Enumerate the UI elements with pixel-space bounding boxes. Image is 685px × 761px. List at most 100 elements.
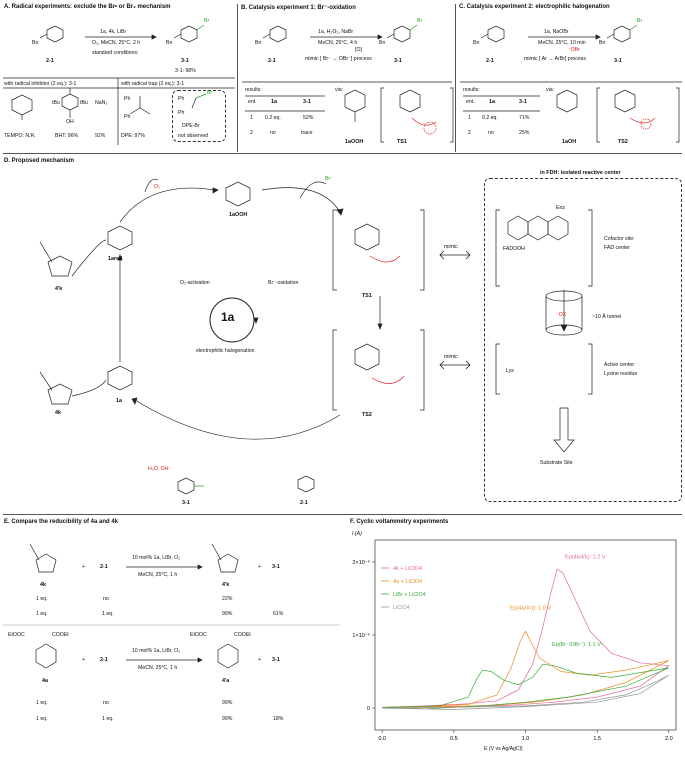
c-label-1aoh: 1aOH: [562, 139, 577, 145]
a-ph-3: Ph: [178, 96, 185, 102]
c-reagents-bottom: MeCN, 25°C, 10 min: [538, 40, 586, 46]
c-row1-1a: 0.2 eq.: [482, 115, 498, 121]
d-label-4pk: 4'k: [55, 286, 63, 292]
d-o2: O₂: [154, 184, 161, 190]
c-label-ts2: TS2: [618, 139, 628, 145]
d-mimic-2: mimic: [444, 354, 458, 360]
panel-a-title: A. Radical experiments: exclude the Br• …: [4, 4, 171, 10]
a-ph-1: Ph: [124, 96, 131, 102]
c-row2-1a: no: [488, 130, 494, 136]
d-mimic-1: mimic: [444, 244, 458, 250]
x-tick-label: 0.5: [450, 736, 458, 742]
series-line-0: [382, 568, 670, 709]
d-active-2: Lysine residue: [604, 371, 638, 377]
d-h2o: H₂O, OH⁻: [148, 466, 172, 472]
a-std-yield: 3-1: 98%: [175, 68, 196, 74]
a-bn-2: Bn: [166, 40, 173, 46]
x-tick-label: 1.5: [593, 736, 601, 742]
d-label-1aooh: 1aOOH: [229, 212, 248, 218]
c-bn: Bn: [473, 40, 480, 46]
panel-c-title: C. Catalysis experiment 2: electrophilic…: [459, 4, 610, 10]
c-results: results:: [463, 87, 480, 93]
d-tunnel: ~10 Å tunnel: [592, 314, 622, 320]
c-br-label: Br: [637, 18, 643, 24]
e-cond2-bottom: MeCN, 25°C, 1 h: [138, 665, 178, 671]
b-reagents-bottom: MeCN, 25°C, 4 h: [318, 40, 358, 46]
legend-label-1: 4a + LiClO4: [393, 579, 422, 585]
c-row2-31: 25%: [519, 130, 530, 136]
y-tick-label: 0: [367, 706, 370, 712]
c-row2-ent: 2: [468, 130, 471, 136]
e-r2c1: 1 eq.: [36, 611, 48, 617]
b-label-ts1: TS1: [397, 139, 407, 145]
b-col-1a: 1a: [271, 99, 277, 105]
panel-e-title: E. Compare the reducibility of 4a and 4k: [4, 519, 119, 525]
series-line-3: [382, 674, 669, 710]
y-tick-label: 1×10⁻⁵: [352, 632, 370, 639]
d-enz: Enz: [556, 205, 565, 211]
e-r4c2: 1 eq.: [102, 716, 114, 722]
d-cofactor-2: FAD center: [604, 245, 630, 251]
x-tick-label: 0.0: [378, 736, 386, 742]
c-via: via:: [546, 87, 555, 93]
annotation-1: Ep(4a/4'a): 1.0 V: [510, 605, 551, 611]
a-ph-2: Ph: [124, 114, 131, 120]
a-standard: standard conditions:: [92, 50, 139, 56]
annotation-0: Ep(4k/4'k): 1.2 V: [565, 554, 606, 560]
e-plus-1: +: [82, 564, 86, 570]
a-product-label: 3-1: [181, 58, 189, 64]
b-ox: [O]: [355, 47, 362, 53]
chart-ylabel: I (A): [352, 531, 362, 537]
d-center-1a: 1a: [221, 310, 235, 324]
c-row1-31: 71%: [519, 115, 530, 121]
a-bn: Bn: [32, 40, 39, 46]
e-r4c4: 18%: [273, 716, 284, 722]
x-tick-label: 2.0: [665, 736, 673, 742]
b-product: 3-1: [394, 58, 402, 64]
panel-d-title: D. Proposed mechanism: [4, 158, 75, 164]
b-reagents-top: 1a, H₂O₂, NaBr: [318, 29, 354, 35]
e-r2c3: 99%: [222, 611, 233, 617]
plot-frame: [374, 539, 677, 731]
a-nan3: NaN₃: [95, 100, 108, 106]
panel-b-title: B. Catalysis experiment 1: Br⁻-oxidation: [241, 5, 356, 11]
a-nan3-yield: 92%: [95, 133, 106, 139]
c-col-31: 3-1: [519, 99, 527, 105]
a-dpebr: DPE-Br: [182, 123, 200, 129]
a-dpe: DPE: 97%: [121, 133, 145, 139]
divider-bc: [455, 4, 456, 152]
b-bn-2: Bn: [379, 40, 386, 46]
divider-top: [3, 153, 682, 154]
e-r2c4: 61%: [273, 611, 284, 617]
a-br-2: Br: [207, 90, 213, 96]
e-plus-2: +: [258, 564, 262, 570]
a-br-label: Br: [204, 18, 210, 24]
c-bn-2: Bn: [599, 40, 606, 46]
e-cooet-1: COOEt: [52, 632, 69, 638]
d-reac-21: 2-1: [300, 500, 308, 506]
e-r4c1: 1 eq.: [36, 716, 48, 722]
legend-label-3: LiClO4: [393, 605, 410, 611]
e-cond2-top: 10 mol% 1a, LiBr, O₂: [132, 648, 181, 654]
d-prod-31: 3-1: [182, 500, 190, 506]
d-label-ts1: TS1: [362, 293, 372, 299]
a-tbu-2: tBu: [80, 100, 88, 106]
a-reagents-top: 1a, 4k, LiBr: [100, 29, 127, 35]
b-mimic: mimic [ Br⁻ → OBr⁻] process: [305, 56, 372, 62]
d-substrate: Substrate Site: [540, 460, 573, 466]
a-oh: OH: [66, 119, 74, 125]
e-cooet-2: COOEt: [234, 632, 251, 638]
e-label-31: 3-1: [272, 564, 280, 570]
c-reagents-top: 1a, NaOBr: [544, 29, 569, 35]
d-br-minus: Br⁻: [325, 176, 333, 182]
d-o2-activation: O₂-activation: [180, 280, 210, 286]
e-label-4a: 4a: [42, 678, 48, 684]
c-col-ent: ent.: [466, 99, 475, 105]
d-label-4k: 4k: [55, 410, 61, 416]
x-tick-label: 1.0: [522, 736, 530, 742]
e-r2c2: 1 eq.: [102, 611, 114, 617]
annotation-2: Ep(Br⁻/OBr⁻): 1.1 V: [552, 642, 601, 648]
e-etooc-1: EtOOC: [8, 632, 25, 638]
d-fdh-title: in FDH: isolated reactive center: [538, 170, 623, 176]
divider-mid: [3, 514, 682, 515]
